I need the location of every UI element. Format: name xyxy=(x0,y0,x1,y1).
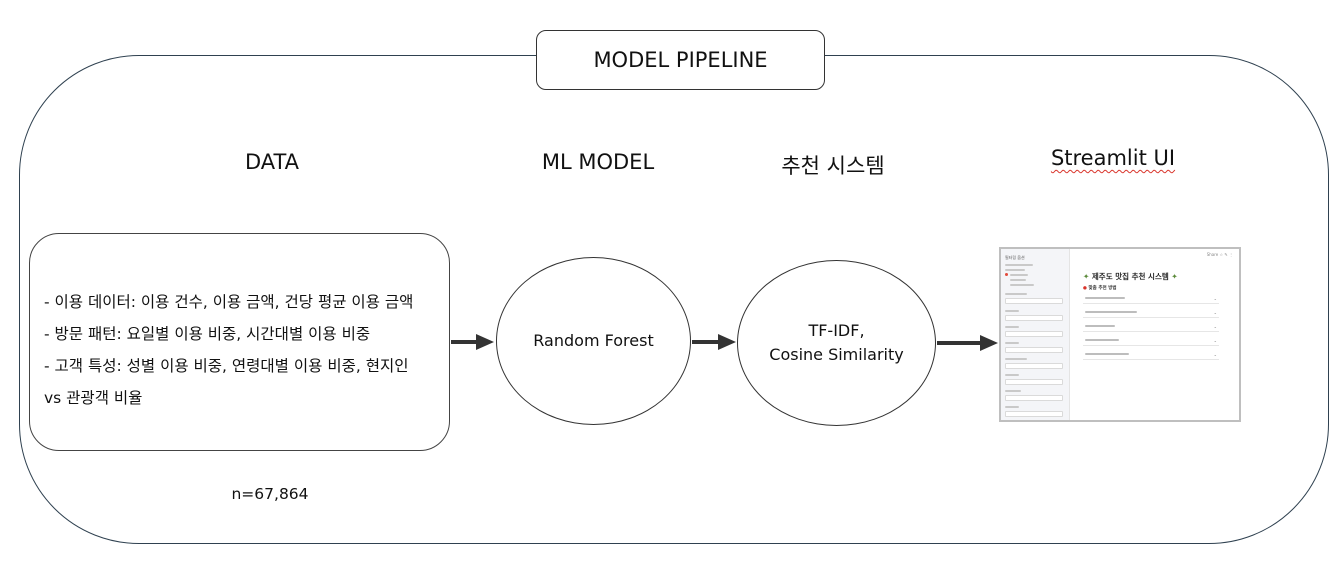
screenshot-top-menu: Share ☆ ✎ ⋮ xyxy=(1206,252,1233,257)
arrow-data-to-model xyxy=(451,334,494,350)
random-forest-label: Random Forest xyxy=(533,331,654,350)
screenshot-section-title: ● 맞춤 추천 방법 xyxy=(1083,286,1117,291)
pipeline-title: MODEL PIPELINE xyxy=(536,30,825,90)
screenshot-sidebar: 필터링 옵션 xyxy=(1001,249,1070,420)
arrow-model-to-similarity xyxy=(692,334,736,350)
data-line-visit-pattern: - 방문 패턴: 요일별 이용 비중, 시간대별 이용 비중 xyxy=(44,325,371,343)
data-line-ratio: vs 관광객 비율 xyxy=(44,389,143,407)
data-box xyxy=(29,233,450,451)
stage-label-ml-model: ML MODEL xyxy=(541,150,655,174)
stage-label-ui: Streamlit UI xyxy=(1050,146,1176,170)
screenshot-app-title: ✦ 제주도 맛집 추천 시스템 ✦ xyxy=(1083,272,1178,281)
stage-label-recommender: 추천 시스템 xyxy=(781,154,885,178)
sample-count: n=67,864 xyxy=(231,485,309,503)
screenshot-sidebar-title: 필터링 옵션 xyxy=(1005,255,1025,260)
screenshot-main: Share ☆ ✎ ⋮ ✦ 제주도 맛집 추천 시스템 ✦ ● 맞춤 추천 방법… xyxy=(1069,249,1239,420)
similarity-label-line2: Cosine Similarity xyxy=(769,345,904,364)
data-line-customer: - 고객 특성: 성별 이용 비중, 연령대별 이용 비중, 현지인 xyxy=(44,357,409,375)
pipeline-title-text: MODEL PIPELINE xyxy=(593,48,768,72)
data-description: - 이용 데이터: 이용 건수, 이용 금액, 건당 평균 이용 금액 - 방문… xyxy=(44,286,444,414)
stage-label-data: DATA xyxy=(244,150,300,174)
similarity-node: TF-IDF, Cosine Similarity xyxy=(737,260,936,426)
similarity-label-line1: TF-IDF, xyxy=(808,321,865,340)
data-line-usage: - 이용 데이터: 이용 건수, 이용 금액, 건당 평균 이용 금액 xyxy=(44,293,414,311)
arrow-similarity-to-ui xyxy=(937,335,998,351)
streamlit-ui-screenshot: 필터링 옵션 Share ☆ ✎ ⋮ ✦ 제주도 맛집 추천 시스템 ✦ ● 맞… xyxy=(999,247,1241,422)
random-forest-node: Random Forest xyxy=(496,257,691,425)
